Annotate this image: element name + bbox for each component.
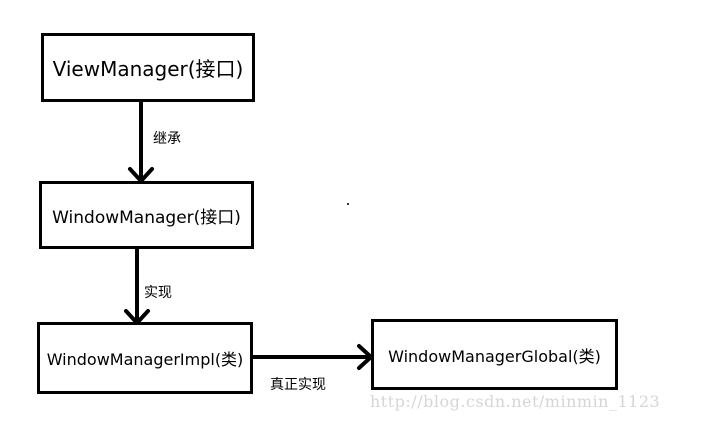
node-window-manager-global: WindowManagerGlobal(类) — [371, 319, 618, 390]
edge-label-inherit: 继承 — [153, 131, 181, 147]
edge-label-implement: 实现 — [144, 285, 172, 301]
node-window-manager-impl: WindowManagerImpl(类) — [37, 322, 253, 394]
watermark-text: http://blog.csdn.net/minmin_1123 — [370, 392, 661, 411]
node-window-manager-label: WindowManager(接口) — [52, 207, 241, 228]
node-view-manager: ViewManager(接口) — [41, 33, 255, 102]
stray-dot — [347, 203, 349, 205]
node-window-manager: WindowManager(接口) — [39, 181, 254, 249]
node-window-manager-global-label: WindowManagerGlobal(类) — [388, 346, 601, 366]
edge-label-real-implement: 真正实现 — [270, 377, 326, 393]
node-window-manager-impl-label: WindowManagerImpl(类) — [46, 350, 244, 369]
node-view-manager-label: ViewManager(接口) — [52, 57, 244, 81]
